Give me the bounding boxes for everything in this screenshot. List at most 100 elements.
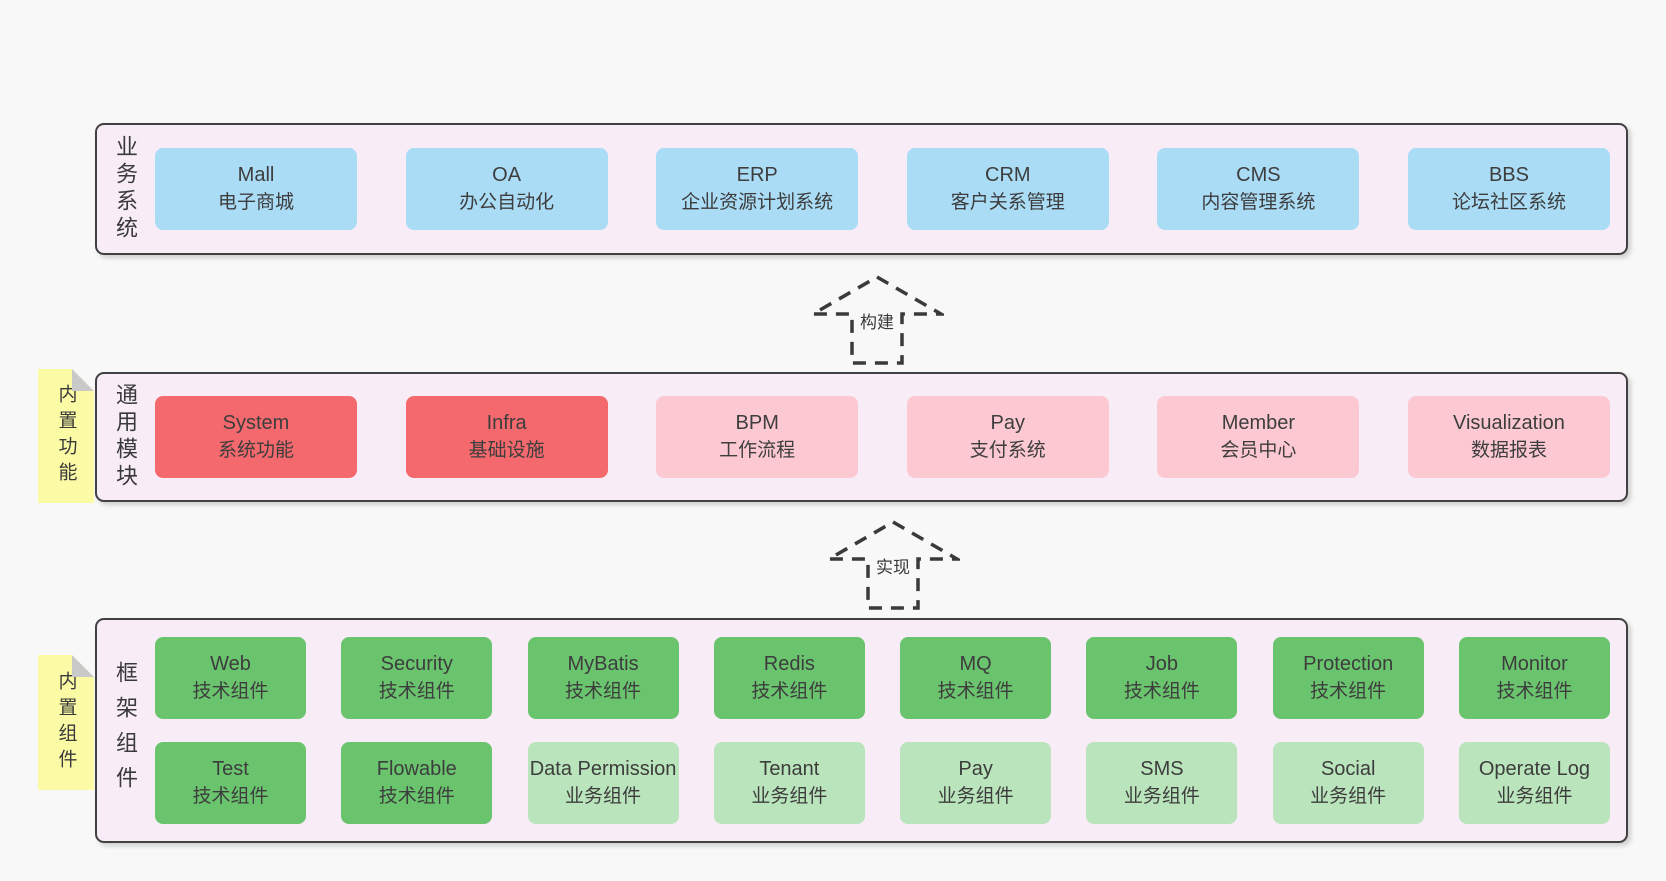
box-subtitle: 技术组件 [378,680,455,702]
box-title: OA [492,164,522,187]
box-subtitle: 基础设施 [468,439,545,461]
section-label-modules: 通用模块 [113,383,138,491]
box-title: Monitor [1501,653,1568,676]
box-title: Visualization [1453,412,1565,435]
box-title: Social [1320,758,1376,781]
box-title: Mall [237,164,275,187]
box-operate-log: Operate Log 业务组件 [1458,742,1610,824]
box-bbs: BBS 论坛社区系统 [1407,148,1610,230]
section-framework-components: 框架组件 Web 技术组件 Security 技术组件 MyBatis 技术组件 Redis… [95,618,1628,843]
box-title: Redis [763,653,815,676]
box-subtitle: 论坛社区系统 [1451,191,1566,213]
box-title: Tenant [759,758,820,781]
section-label-business: 业务系统 [113,135,138,243]
box-mybatis: MyBatis 技术组件 [527,637,679,719]
box-title: MyBatis [567,653,639,676]
box-title: SMS [1140,758,1184,781]
box-subtitle: 技术组件 [751,680,828,702]
box-title: System [222,412,290,435]
folded-corner-icon [72,655,94,677]
box-subtitle: 工作流程 [719,439,796,461]
box-subtitle: 技术组件 [378,785,455,807]
box-erp: ERP 企业资源计划系统 [656,148,859,230]
box-title: Web [210,653,251,676]
box-flowable: Flowable 技术组件 [341,742,493,824]
box-subtitle: 客户关系管理 [950,191,1065,213]
box-subtitle: 技术组件 [192,680,269,702]
box-crm: CRM 客户关系管理 [906,148,1109,230]
box-title: Security [380,653,453,676]
box-title: BBS [1488,164,1529,187]
box-subtitle: 技术组件 [565,680,642,702]
sticky-note-built-in-functions: 内置功能 [38,369,94,503]
arrow-implement: 实现 [826,519,960,611]
box-monitor: Monitor 技术组件 [1458,637,1610,719]
box-subtitle: 业务组件 [1496,785,1573,807]
arrow-build: 构建 [810,274,944,366]
box-bpm: BPM 工作流程 [656,396,859,478]
box-mall: Mall 电子商城 [155,148,357,230]
arrow-implement-label: 实现 [873,557,913,580]
box-test: Test 技术组件 [155,742,306,824]
box-title: Job [1145,653,1179,676]
section-business-systems: 业务系统 Mall 电子商城 OA 办公自动化 ERP 企业资源计划系统 CRM 客户关系管理… [95,123,1628,255]
box-security: Security 技术组件 [341,637,493,719]
box-subtitle: 业务组件 [1310,785,1387,807]
dashed-up-arrow-icon [810,274,944,365]
box-mq: MQ 技术组件 [900,637,1052,719]
box-title: Protection [1303,653,1394,676]
box-subtitle: 电子商城 [217,191,294,213]
box-title: Flowable [376,758,457,781]
box-subtitle: 业务组件 [565,785,642,807]
box-title: BPM [735,412,779,435]
section-label-components: 框架组件 [113,660,138,801]
box-subtitle: 技术组件 [1123,680,1200,702]
box-title: MQ [959,653,992,676]
box-job: Job 技术组件 [1086,637,1238,719]
box-subtitle: 技术组件 [1496,680,1573,702]
box-title: CRM [985,164,1031,187]
box-subtitle: 技术组件 [192,785,269,807]
box-infra: Infra 基础设施 [405,396,608,478]
box-title: Operate Log [1478,758,1591,781]
box-title: Infra [486,412,527,435]
sticky-note-text: 内置功能 [55,384,77,488]
arrow-build-label: 构建 [857,312,897,335]
box-title: Member [1221,412,1296,435]
box-subtitle: 业务组件 [1123,785,1200,807]
box-subtitle: 企业资源计划系统 [681,191,834,213]
box-subtitle: 技术组件 [937,680,1014,702]
box-sms: SMS 业务组件 [1086,742,1238,824]
box-title: Pay [958,758,993,781]
box-protection: Protection 技术组件 [1272,637,1424,719]
box-subtitle: 支付系统 [969,439,1046,461]
box-pay: Pay 支付系统 [906,396,1109,478]
box-subtitle: 办公自动化 [459,191,555,213]
sticky-note-built-in-components: 内置组件 [38,655,94,790]
dashed-up-arrow-icon [826,519,960,610]
box-subtitle: 会员中心 [1220,439,1297,461]
box-subtitle: 内容管理系统 [1201,191,1316,213]
box-subtitle: 数据报表 [1470,439,1547,461]
box-title: ERP [736,164,778,187]
box-social: Social 业务组件 [1272,742,1424,824]
folded-corner-icon [72,369,94,391]
box-member: Member 会员中心 [1157,396,1360,478]
box-visualization: Visualization 数据报表 [1407,396,1610,478]
box-title: Test [212,758,249,781]
box-title: Pay [990,412,1026,435]
box-subtitle: 技术组件 [1310,680,1387,702]
